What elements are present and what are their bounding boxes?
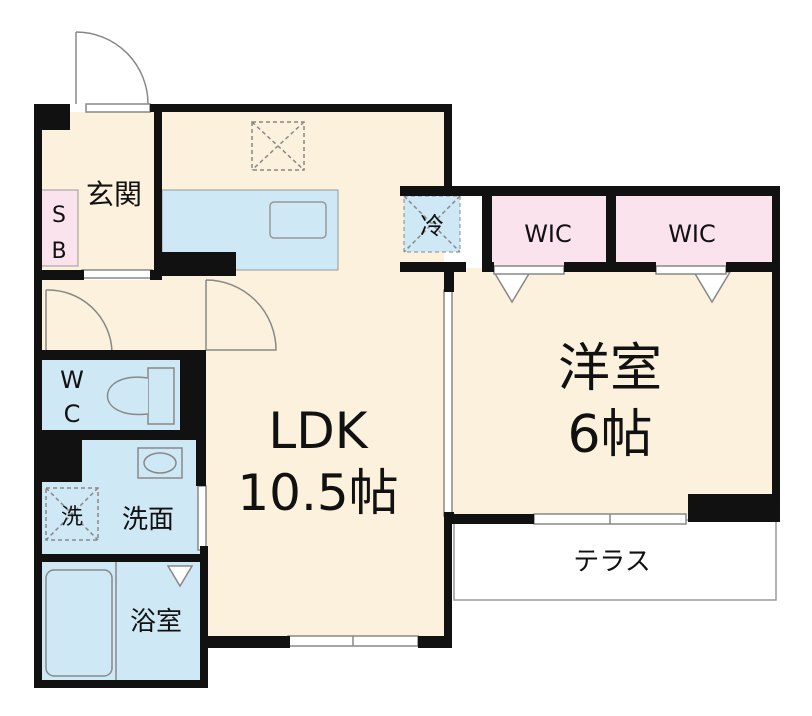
genkan-label: 玄関 [86, 178, 142, 211]
western-room-size-label: 6帖 [567, 405, 652, 465]
ceiling-hatch-icon [251, 121, 305, 171]
washbasin-icon [137, 447, 183, 479]
wic-left-label: WIC [524, 220, 572, 248]
toilet-icon [106, 367, 175, 425]
wic-right-label: WIC [668, 220, 716, 248]
washer-label: 洗 [61, 505, 83, 530]
entrance-door-icon [75, 31, 149, 105]
bathtub-icon [45, 569, 113, 677]
washroom-label: 洗面 [122, 505, 174, 535]
wc-door-icon [45, 289, 113, 353]
walls [34, 104, 780, 688]
shoebox-label-b: B [51, 239, 66, 264]
ldk-door-icon [205, 279, 277, 351]
fridge-label: 冷 [420, 212, 444, 240]
shoebox-label-s: S [52, 203, 66, 228]
fixtures [45, 121, 732, 682]
ldk-label: LDK [268, 402, 368, 460]
ldk-size-label: 10.5帖 [237, 464, 398, 522]
labels: LDK 10.5帖 洋室 6帖 玄関 S B W C 洗面 洗 浴室 冷 WIC… [51, 178, 715, 637]
bath-label: 浴室 [130, 607, 182, 637]
wc-label-c: C [64, 400, 81, 428]
washer-space [45, 487, 99, 541]
wc-label-w: W [60, 366, 84, 394]
wic-left-floor [490, 196, 606, 270]
western-room-label: 洋室 [558, 339, 662, 399]
doors [45, 31, 277, 353]
terrace-label: テラス [573, 547, 650, 577]
kitchen-sink [269, 201, 327, 239]
wic-right-floor [614, 196, 772, 270]
western-floor [448, 268, 774, 516]
